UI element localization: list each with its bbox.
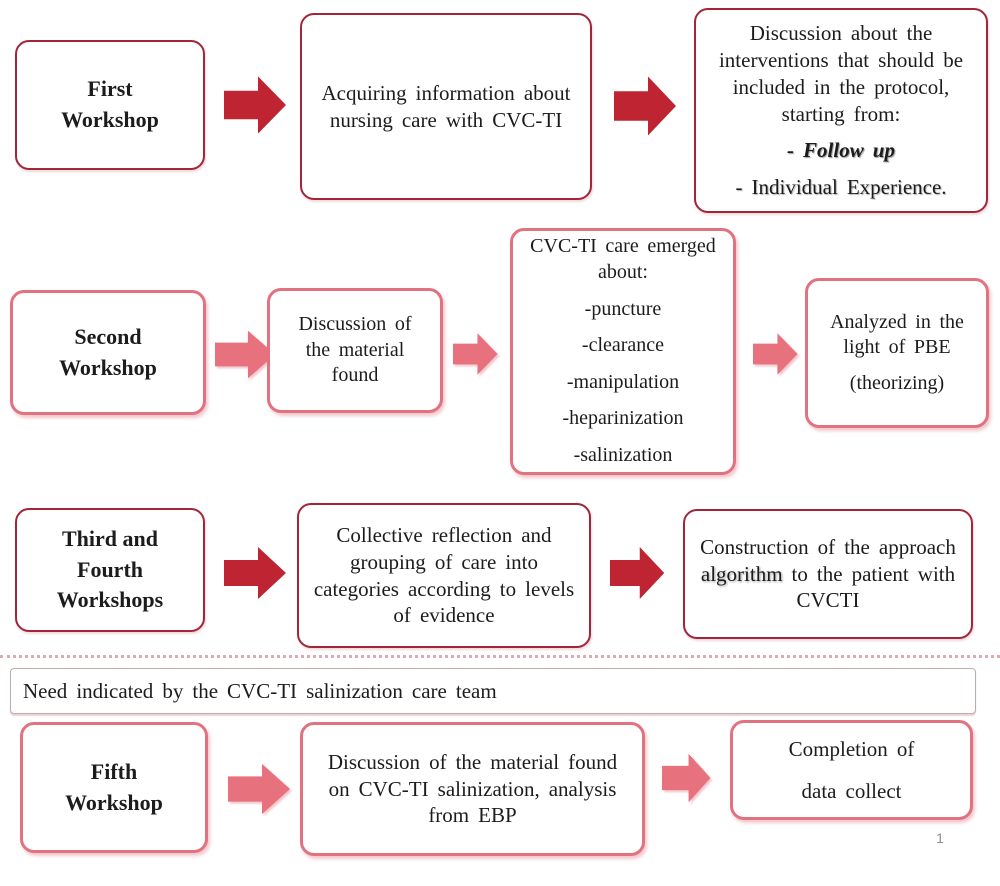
row1-individual-experience-text: - Individual Experience. <box>735 175 947 200</box>
care-list-item: -heparinization <box>562 407 684 430</box>
care-list-item: -salinization <box>573 443 673 466</box>
row1-label-line1: First <box>87 76 133 102</box>
need-banner-text: Need indicated by the CVC-TI salinizatio… <box>23 678 497 703</box>
row1-process-box-1: Acquiring information about nursing care… <box>300 13 592 200</box>
row2-workshop-label-box: Second Workshop <box>10 290 206 415</box>
theorizing-text: (theorizing) <box>849 371 945 394</box>
arrow-right-icon <box>614 72 678 140</box>
row1-discussion-text: Discussion about the interventions that … <box>718 20 964 126</box>
care-list-item: -puncture <box>584 297 662 320</box>
row1-label-line2: Workshop <box>61 107 159 132</box>
row4-workshop-label-box: Fifth Workshop <box>20 722 208 853</box>
arrow-right-icon <box>215 327 277 382</box>
construction-text-part: to the patient with CVCTI <box>782 561 956 613</box>
row3-process-box-2-text: Construction of the approach algorithm t… <box>685 534 971 615</box>
page-number: 1 <box>936 830 944 846</box>
algorithm-word: algorithm <box>700 561 783 586</box>
row2-analysis-box: Analyzed in the light of PBE (theorizing… <box>805 278 989 428</box>
row3-process-box-1-text: Collective reflection and grouping of ca… <box>313 522 575 628</box>
arrow-right-icon <box>224 543 288 603</box>
completion-line1: Completion of <box>788 737 915 761</box>
arrow-right-icon <box>610 543 666 603</box>
row4-process-box-1-text: Discussion of the material found on CVC-… <box>327 749 618 828</box>
row4-process-box-1: Discussion of the material found on CVC-… <box>300 722 645 856</box>
row3-process-box-1: Collective reflection and grouping of ca… <box>297 503 591 648</box>
row3-label-line1: Third and <box>62 525 158 551</box>
care-list-item: -clearance <box>581 334 665 357</box>
row3-workshop-label-box: Third and Fourth Workshops <box>15 508 205 632</box>
arrow-right-icon <box>224 72 288 138</box>
row2-process-box-1-text: Discussion of the material found <box>298 313 412 387</box>
row4-label-line1: Fifth <box>90 758 138 784</box>
row2-label-line2: Workshop <box>59 354 157 380</box>
row2-care-list-box: CVC-TI care emerged about: -puncture -cl… <box>510 228 736 475</box>
care-list-item: -manipulation <box>566 370 680 393</box>
row3-label-line3: Workshops <box>56 587 164 613</box>
divider-dotted-line <box>0 655 1000 658</box>
row1-follow-up-text: - Follow up <box>787 138 895 163</box>
arrow-right-icon <box>753 330 799 378</box>
row1-workshop-label-box: First Workshop <box>15 40 205 170</box>
construction-text-part: Construction of the approach <box>700 534 956 559</box>
arrow-right-icon <box>228 760 292 818</box>
completion-line2: data collect <box>801 779 902 803</box>
row3-process-box-2: Construction of the approach algorithm t… <box>683 509 973 639</box>
row2-label-line1: Second <box>74 323 142 349</box>
analysis-text: Analyzed in the light of PBE <box>830 310 964 359</box>
row1-process-box-1-text: Acquiring information about nursing care… <box>321 80 571 132</box>
row2-process-box-1: Discussion of the material found <box>267 288 443 413</box>
care-list-title: CVC-TI care emerged about: <box>530 235 716 284</box>
need-banner: Need indicated by the CVC-TI salinizatio… <box>10 668 976 714</box>
row1-process-box-2: Discussion about the interventions that … <box>694 8 988 213</box>
row3-label-line2: Fourth <box>77 556 143 582</box>
row4-completion-box: Completion of data collect <box>730 720 973 820</box>
row4-label-line2: Workshop <box>65 789 163 815</box>
arrow-right-icon <box>453 330 499 378</box>
arrow-right-icon <box>662 750 712 806</box>
